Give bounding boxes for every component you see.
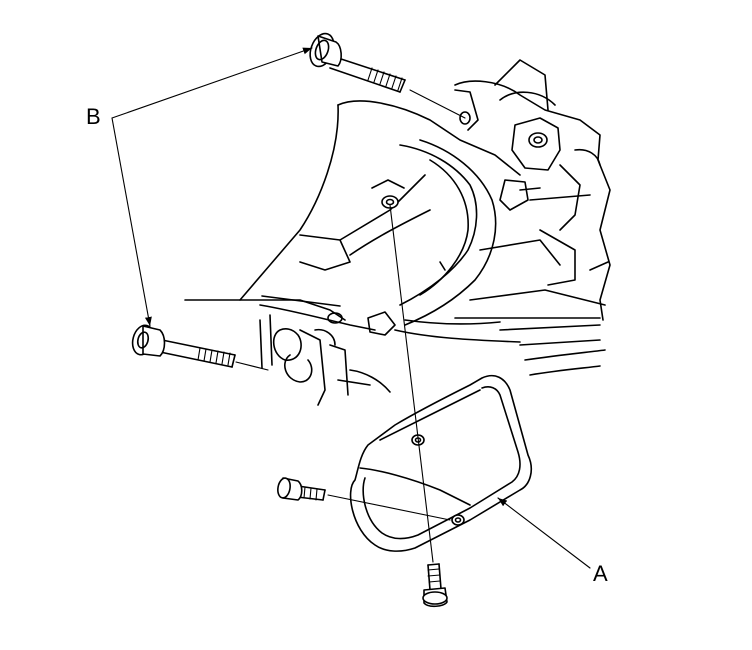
transmission-housing xyxy=(454,59,611,376)
bell-housing xyxy=(184,100,521,343)
small-bolt-horizontal xyxy=(277,477,451,521)
callout-leaders xyxy=(111,47,591,569)
callout-label-a: A xyxy=(593,561,608,586)
lower-bolt xyxy=(131,324,269,371)
small-bolt-vertical xyxy=(389,204,448,608)
cover-plate xyxy=(349,374,532,552)
callout-label-b: B xyxy=(86,104,101,129)
lower-engine-parts xyxy=(259,314,391,406)
upper-bolt xyxy=(309,32,466,119)
